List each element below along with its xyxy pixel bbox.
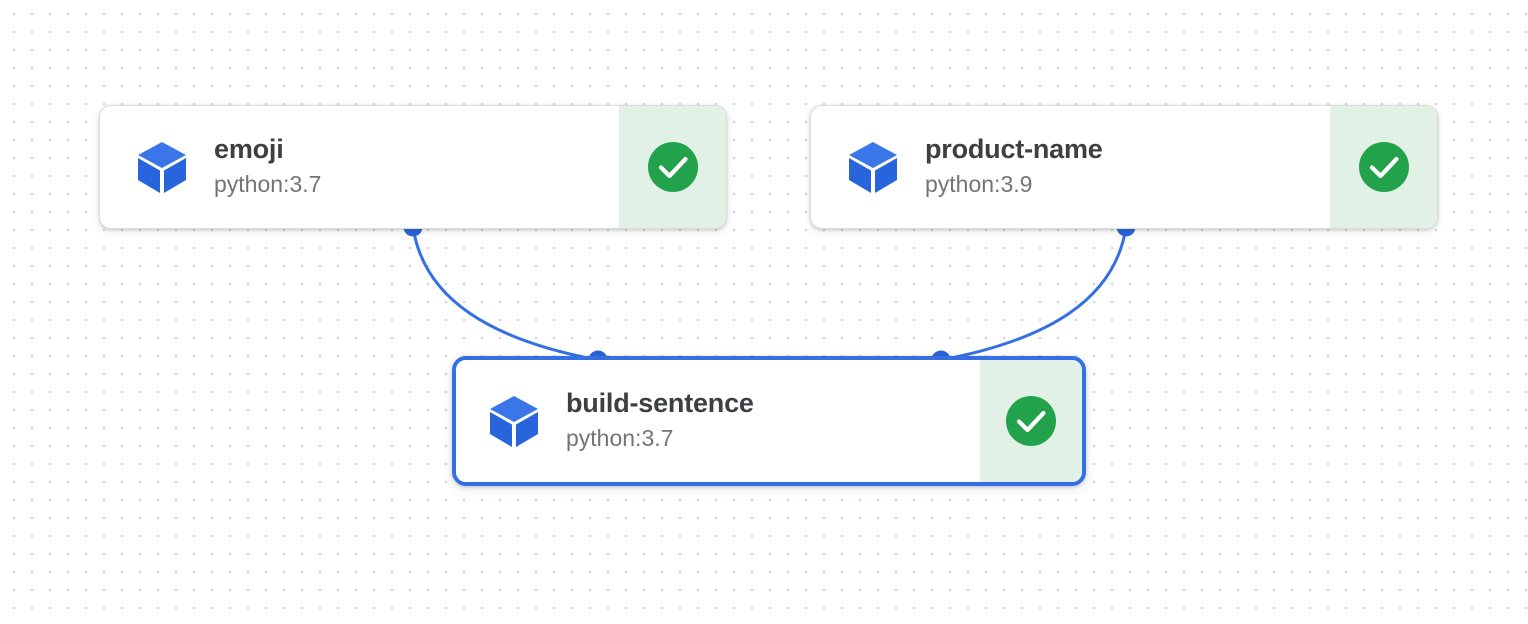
node-body[interactable]: product-name python:3.9 <box>811 106 1330 228</box>
node-subtitle: python:3.7 <box>566 424 674 451</box>
node-text: product-name python:3.9 <box>925 134 1103 200</box>
node-subtitle: python:3.7 <box>214 170 322 197</box>
node-status-panel <box>1330 106 1437 228</box>
node-body[interactable]: build-sentence python:3.7 <box>456 360 980 482</box>
node-build-sentence[interactable]: build-sentence python:3.7 <box>452 356 1086 486</box>
edge-product-name-to-build-sentence <box>939 225 1128 362</box>
node-title: build-sentence <box>566 388 754 419</box>
node-title: emoji <box>214 134 284 165</box>
cube-icon <box>849 142 897 193</box>
node-text: build-sentence python:3.7 <box>566 388 754 454</box>
cube-icon <box>490 396 538 447</box>
node-emoji[interactable]: emoji python:3.7 <box>99 105 727 229</box>
node-title: product-name <box>925 134 1103 165</box>
check-circle-icon <box>1006 396 1056 446</box>
node-body[interactable]: emoji python:3.7 <box>100 106 619 228</box>
node-status-panel <box>980 360 1082 482</box>
edge-emoji-to-build-sentence <box>411 225 600 362</box>
node-product-name[interactable]: product-name python:3.9 <box>810 105 1438 229</box>
check-circle-icon <box>647 142 698 192</box>
node-text: emoji python:3.7 <box>214 134 321 200</box>
node-subtitle: python:3.9 <box>925 170 1033 197</box>
check-circle-icon <box>1358 142 1409 192</box>
node-status-panel <box>619 106 726 228</box>
cube-icon <box>138 142 186 193</box>
